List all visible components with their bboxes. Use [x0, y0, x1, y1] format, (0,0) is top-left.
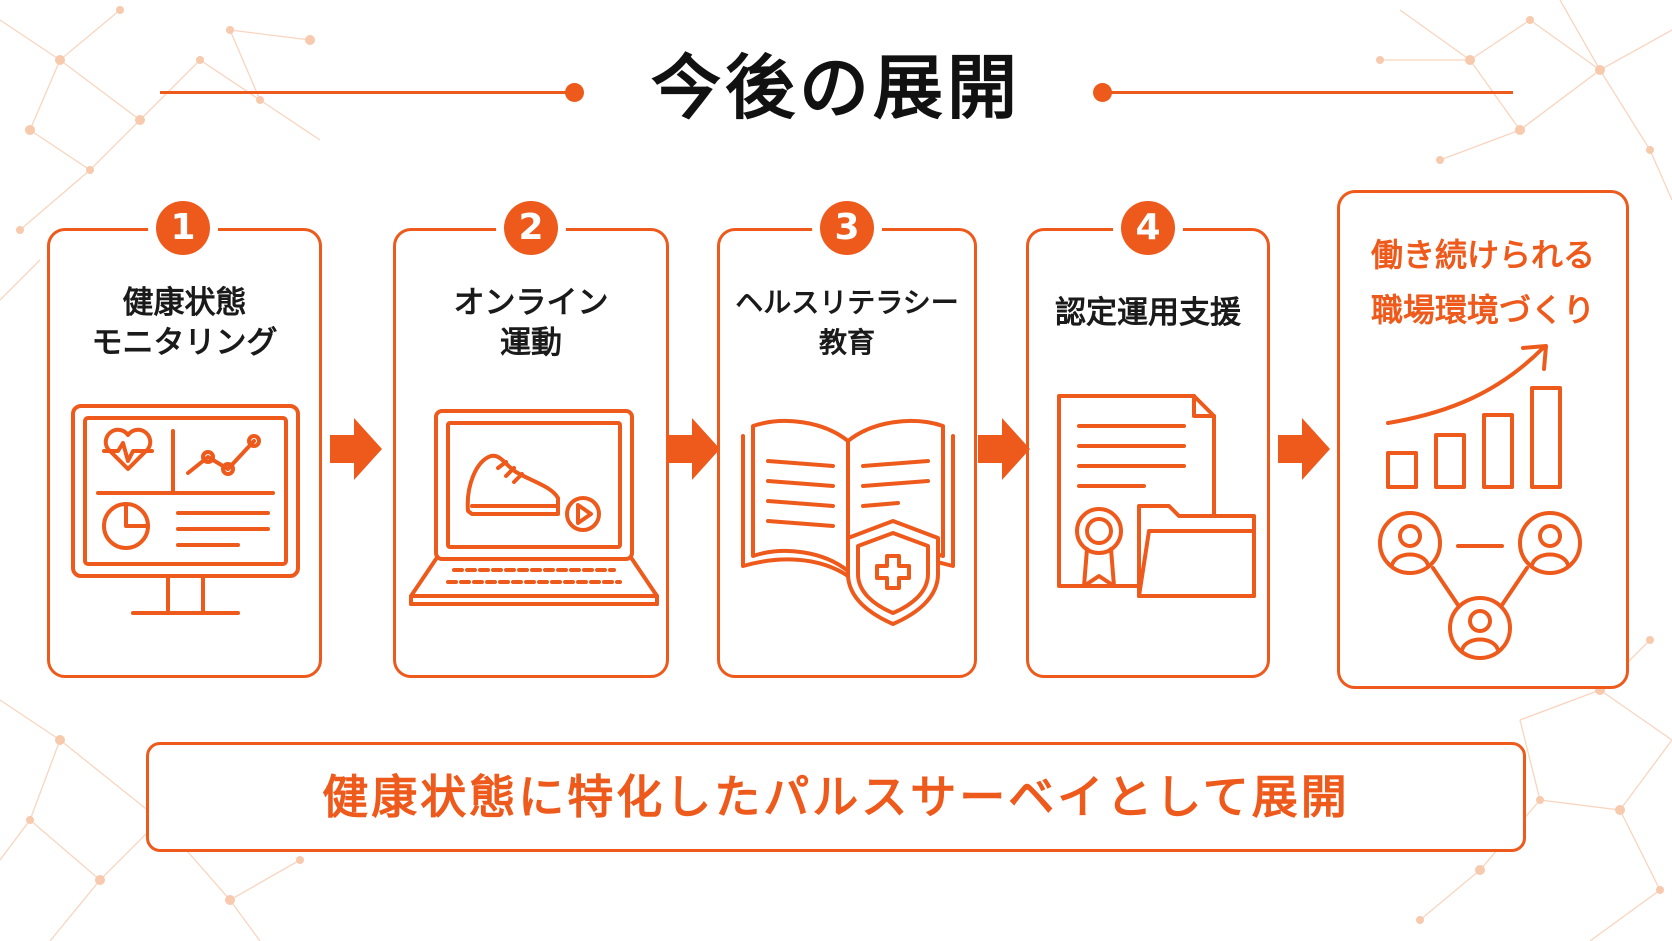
step-1-line1: 健康状態: [122, 285, 247, 321]
step-label-4: 認定運用支援: [1029, 293, 1267, 333]
step-card-1: 健康状態 モニタリング: [47, 228, 322, 678]
step-card-3: ヘルスリテラシー 教育: [717, 228, 977, 678]
page-title: 今後の展開: [651, 47, 1021, 129]
title-line-right: [1103, 91, 1513, 94]
step-2-line2: 運動: [500, 325, 562, 361]
step-number-badge-2: 2: [504, 201, 558, 255]
step-2-line1: オンライン: [453, 285, 609, 321]
step-1-line2: モニタリング: [91, 325, 278, 361]
arrow-right-icon: [330, 418, 382, 480]
arrow-right-icon: [978, 418, 1030, 480]
step-label-1: 健康状態 モニタリング: [50, 283, 319, 363]
title-dot-right: [1093, 83, 1112, 102]
step-3-line1: ヘルスリテラシー: [735, 286, 959, 319]
summary-banner: 健康状態に特化したパルスサーベイとして展開: [146, 742, 1526, 852]
laptop-shoe-icon: [409, 409, 659, 606]
step-number-badge-3: 3: [820, 201, 874, 255]
goal-line1: 働き続けられる: [1370, 236, 1595, 274]
step-label-3: ヘルスリテラシー 教育: [720, 283, 974, 363]
monitor-dashboard-icon: [71, 404, 300, 615]
step-number-badge-4: 4: [1121, 201, 1175, 255]
goal-line2: 職場環境づくり: [1370, 291, 1595, 329]
arrow-right-icon: [668, 418, 720, 480]
goal-label: 働き続けられる 職場環境づくり: [1340, 228, 1626, 338]
growth-chart-people-icon: [1378, 344, 1582, 660]
step-3-line2: 教育: [818, 326, 875, 359]
goal-card: 働き続けられる 職場環境づくり: [1337, 190, 1629, 689]
arrow-right-icon: [1278, 418, 1330, 480]
step-label-2: オンライン 運動: [396, 283, 666, 363]
certificate-folder-icon: [1057, 394, 1256, 598]
book-shield-icon: [741, 419, 955, 626]
step-4-line1: 認定運用支援: [1055, 295, 1241, 331]
step-number-badge-1: 1: [156, 201, 210, 255]
title-dot-left: [565, 83, 584, 102]
title-line-left: [160, 91, 575, 94]
step-card-2: オンライン 運動: [393, 228, 669, 678]
step-card-4: 認定運用支援: [1026, 228, 1270, 678]
